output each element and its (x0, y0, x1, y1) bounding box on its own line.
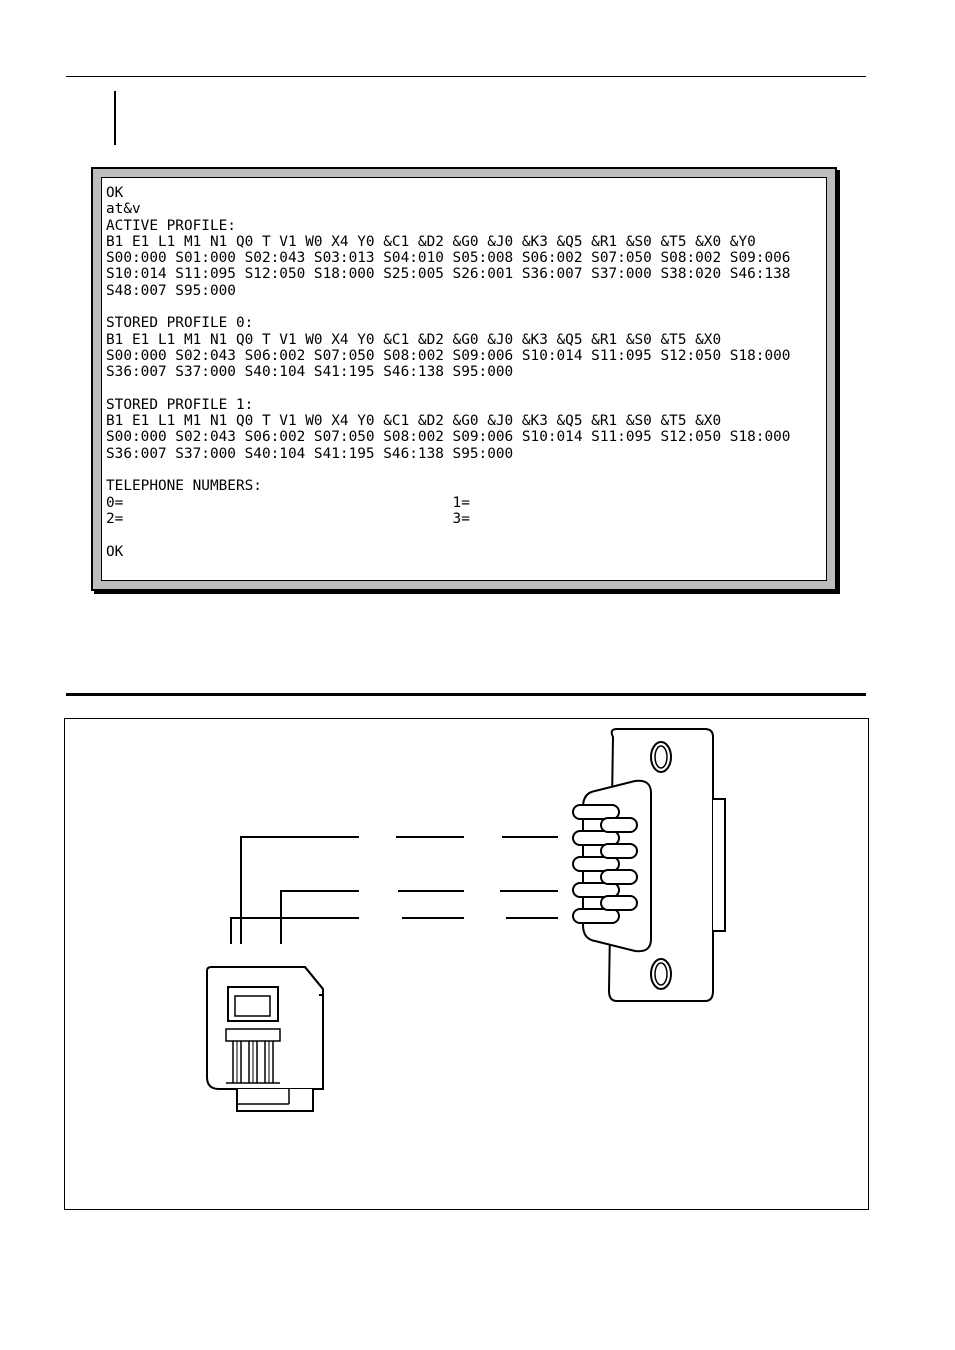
terminal-line: S00:000 S01:000 S02:043 S03:013 S04:010 … (106, 250, 791, 267)
change-bar (114, 91, 116, 145)
section-rule (66, 693, 866, 696)
terminal-line: 2= 3= (106, 510, 470, 527)
terminal-line: B1 E1 L1 M1 N1 Q0 T V1 W0 X4 Y0 &C1 &D2 … (106, 233, 756, 250)
wire-2 (280, 890, 359, 944)
rj-modular-plug-icon (206, 966, 324, 1112)
terminal-line: S00:000 S02:043 S06:002 S07:050 S08:002 … (106, 429, 791, 446)
terminal-line: S36:007 S37:000 S40:104 S41:195 S46:138 … (106, 364, 514, 381)
terminal-screen-area: OK at&v ACTIVE PROFILE: B1 E1 L1 M1 N1 Q… (101, 177, 827, 581)
terminal-line: at&v (106, 201, 141, 218)
terminal-line: S00:000 S02:043 S06:002 S07:050 S08:002 … (106, 347, 791, 364)
wiring-diagram (206, 728, 726, 1112)
terminal-line: TELEPHONE NUMBERS: (106, 478, 262, 495)
wire-1 (240, 836, 359, 944)
wiring-figure (64, 718, 869, 1210)
terminal-line: S48:007 S95:000 (106, 282, 236, 299)
terminal-line: OK (106, 185, 124, 201)
terminal-line: 0= 1= (106, 494, 470, 511)
terminal-output: OK at&v ACTIVE PROFILE: B1 E1 L1 M1 N1 Q… (106, 185, 826, 560)
db9-connector-icon (572, 728, 726, 1002)
terminal-line: S36:007 S37:000 S40:104 S41:195 S46:138 … (106, 445, 514, 462)
terminal-line: ACTIVE PROFILE: (106, 217, 236, 234)
terminal-line: B1 E1 L1 M1 N1 Q0 T V1 W0 X4 Y0 &C1 &D2 … (106, 331, 722, 348)
terminal-line: S10:014 S11:095 S12:050 S18:000 S25:005 … (106, 266, 791, 283)
top-rule (66, 76, 866, 77)
wires (230, 836, 558, 944)
terminal-line: STORED PROFILE 1: (106, 396, 254, 413)
terminal-line: STORED PROFILE 0: (106, 315, 254, 332)
terminal-window: OK at&v ACTIVE PROFILE: B1 E1 L1 M1 N1 Q… (91, 167, 837, 591)
terminal-line: OK (106, 543, 124, 560)
terminal-line: B1 E1 L1 M1 N1 Q0 T V1 W0 X4 Y0 &C1 &D2 … (106, 413, 722, 430)
wire-3 (230, 917, 359, 944)
